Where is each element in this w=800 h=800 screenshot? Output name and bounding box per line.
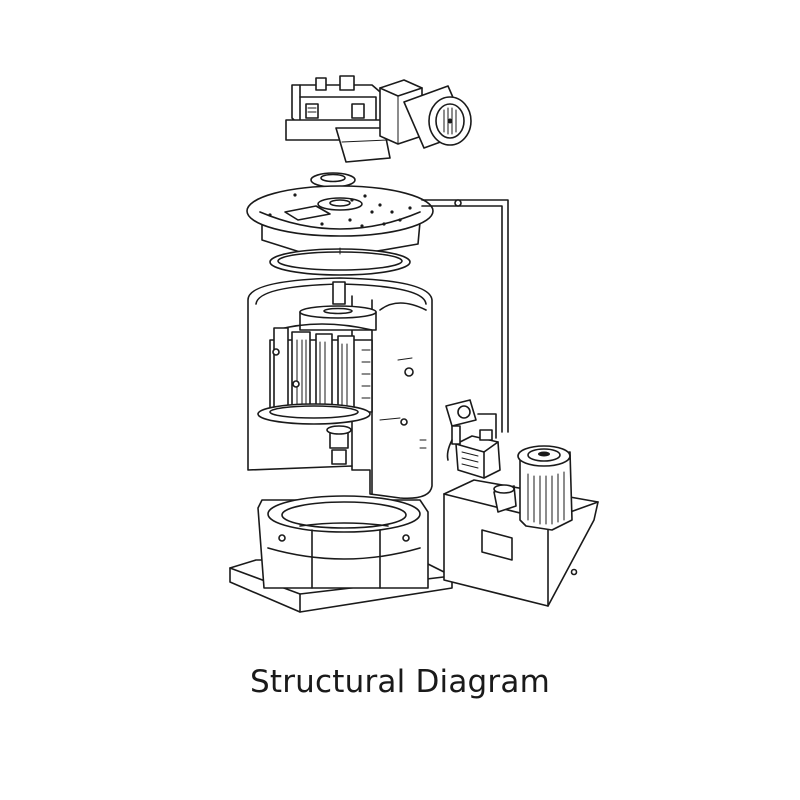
hydraulic-station [444,400,598,606]
structural-diagram [0,0,800,640]
sealing-ring [270,248,410,275]
top-drive-assembly [286,76,471,162]
base-frame [230,496,452,612]
top-cover-plate [247,173,433,254]
diagram-caption: Structural Diagram [250,664,550,700]
rotor-drum [258,282,376,464]
hydraulic-pipe [422,200,508,432]
